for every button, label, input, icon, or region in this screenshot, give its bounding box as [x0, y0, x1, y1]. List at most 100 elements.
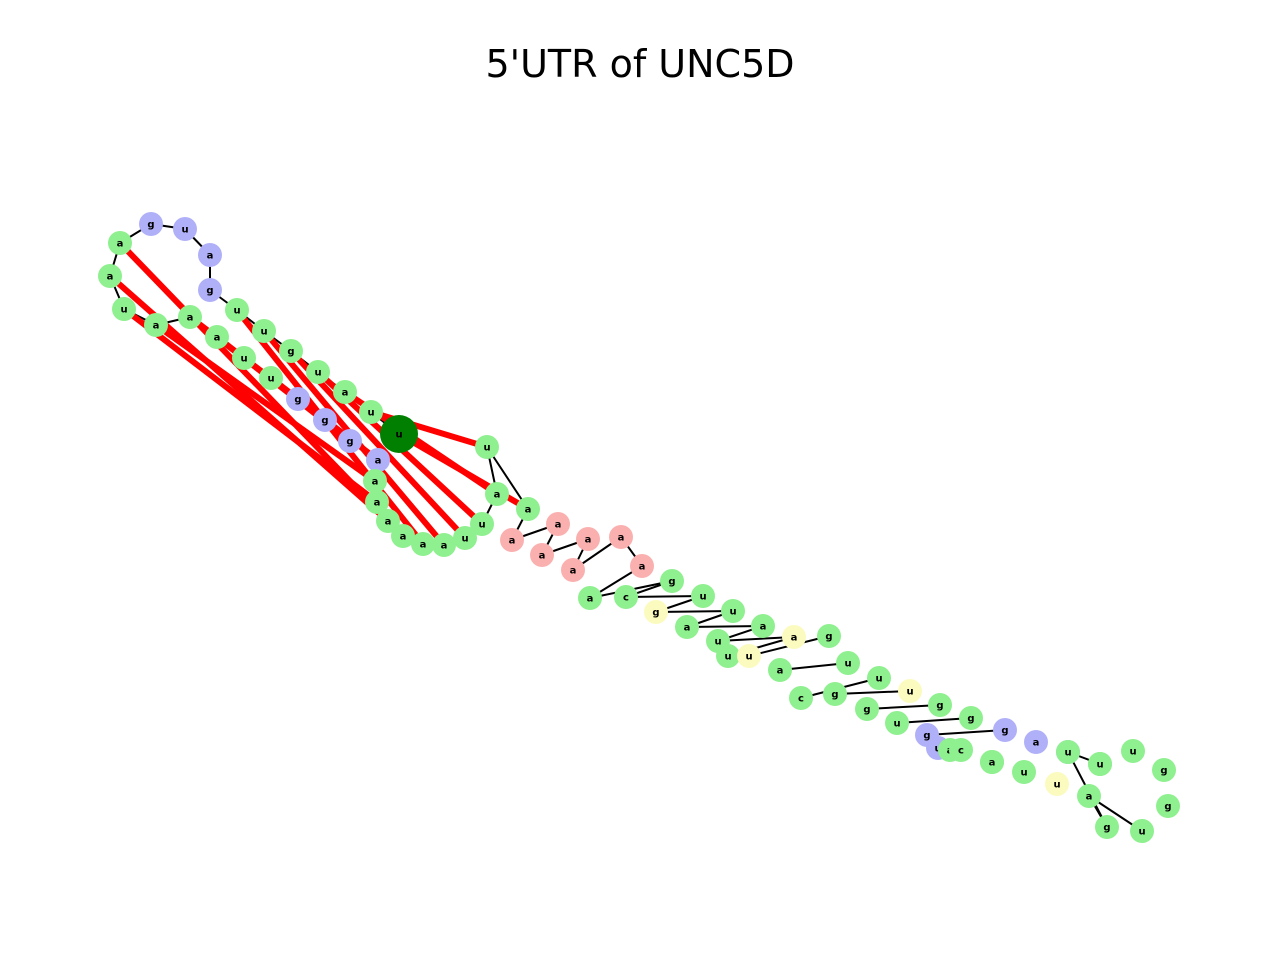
- backbone-segment: [896, 717, 972, 724]
- nucleotide-circle: [855, 697, 879, 721]
- nucleotide-circle: [530, 543, 554, 567]
- nucleotide-label: g: [346, 437, 353, 448]
- nucleotide-label: a: [420, 540, 427, 551]
- nucleotide-label: g: [321, 416, 328, 427]
- nucleotide-label: a: [509, 536, 516, 547]
- nucleotide-label: u: [260, 327, 267, 338]
- nucleotide: u: [898, 679, 922, 703]
- nucleotide-label: u: [367, 408, 374, 419]
- nucleotide: c: [949, 738, 973, 762]
- nucleotide-circle: [391, 524, 415, 548]
- nucleotide-circle: [1012, 760, 1036, 784]
- nucleotide-circle: [411, 532, 435, 556]
- nucleotide-label: a: [585, 535, 592, 546]
- nucleotide-circle: [614, 585, 638, 609]
- nucleotide-circle: [561, 558, 585, 582]
- nucleotide: g: [338, 429, 362, 453]
- nucleotide-circle: [144, 313, 168, 337]
- nucleotide-circle: [1156, 794, 1180, 818]
- nucleotide-label: g: [825, 632, 832, 643]
- nucleotide-circle: [993, 718, 1017, 742]
- nucleotide: c: [614, 585, 638, 609]
- nucleotide: a: [546, 512, 570, 536]
- nucleotide-label: g: [967, 714, 974, 725]
- nucleotide-circle: [949, 738, 973, 762]
- nucleotide: g: [817, 624, 841, 648]
- nucleotide-circle: [578, 586, 602, 610]
- nucleotide-label: g: [206, 286, 213, 297]
- nucleotide-circle: [306, 360, 330, 384]
- nucleotide-circle: [768, 658, 792, 682]
- nucleotide-label: u: [714, 637, 721, 648]
- nucleotide-circle: [836, 651, 860, 675]
- nucleotide-circle: [1088, 752, 1112, 776]
- nucleotide-label: a: [539, 551, 546, 562]
- nucleotide-circle: [691, 584, 715, 608]
- nucleotide: a: [1077, 784, 1101, 808]
- nucleotide-label: u: [745, 652, 752, 663]
- nucleotide: a: [782, 625, 806, 649]
- nucleotide-circle: [198, 278, 222, 302]
- nucleotide-circle: [898, 679, 922, 703]
- nucleotide-circle: [817, 624, 841, 648]
- nucleotide-label: u: [844, 659, 851, 670]
- nucleotide-circle: [178, 305, 202, 329]
- nucleotide-label: g: [1103, 823, 1110, 834]
- nucleotide: g: [1152, 758, 1176, 782]
- nucleotide-circle: [1056, 740, 1080, 764]
- backbone-segment: [625, 595, 704, 598]
- nucleotide-label: a: [1086, 792, 1093, 803]
- nucleotide-circle: [363, 469, 387, 493]
- nucleotide-label: g: [936, 701, 943, 712]
- nucleotide-circle: [225, 298, 249, 322]
- nucleotide-circle: [376, 509, 400, 533]
- nucleotide-label: g: [1001, 726, 1008, 737]
- nucleotide: g: [644, 600, 668, 624]
- nucleotide: u: [306, 360, 330, 384]
- nucleotide-circle: [432, 533, 456, 557]
- nucleotide: g: [313, 408, 337, 432]
- nucleotide: g: [1095, 815, 1119, 839]
- nucleotide-circle: [365, 490, 389, 514]
- nucleotide-label: a: [989, 758, 996, 769]
- nucleotide-label: u: [120, 305, 127, 316]
- nucleotide: a: [630, 554, 654, 578]
- nucleotide-label: u: [934, 744, 941, 755]
- nucleotide-label: u: [906, 687, 913, 698]
- nucleotide: a: [578, 586, 602, 610]
- nucleotide: a: [363, 469, 387, 493]
- nucleotide: a: [365, 490, 389, 514]
- nucleotide-circle: [475, 435, 499, 459]
- nucleotide-label: a: [342, 388, 349, 399]
- nucleotide: a: [500, 528, 524, 552]
- nucleotide-label: u: [478, 520, 485, 531]
- nucleotide-circle: [885, 711, 909, 735]
- five-prime-end: [380, 415, 418, 453]
- nucleotide: u: [453, 526, 477, 550]
- nucleotide-circle: [609, 525, 633, 549]
- nucleotide-label: a: [587, 594, 594, 605]
- nucleotide-label: a: [791, 633, 798, 644]
- nucleotide: g: [198, 278, 222, 302]
- nucleotide-circle: [198, 243, 222, 267]
- nucleotide: u: [721, 599, 745, 623]
- nucleotide: a: [432, 533, 456, 557]
- nucleotide-circle: [675, 615, 699, 639]
- nucleotide: a: [391, 524, 415, 548]
- nucleotide: g: [959, 706, 983, 730]
- nucleotide-label: c: [798, 694, 804, 705]
- nucleotide-label: g: [831, 690, 838, 701]
- nucleotide: u: [259, 366, 283, 390]
- nucleotide-circle: [259, 366, 283, 390]
- nucleotide: a: [980, 750, 1004, 774]
- nucleotide: a: [376, 509, 400, 533]
- nucleotide-circle: [1095, 815, 1119, 839]
- nucleotide-label: a: [1033, 738, 1040, 749]
- nucleotide: u: [252, 319, 276, 343]
- nucleotide-label: a: [760, 622, 767, 633]
- nucleotide-label: u: [314, 368, 321, 379]
- nucleotide-circle: [867, 666, 891, 690]
- nucleotide-label: u: [699, 592, 706, 603]
- nucleotide-label: a: [525, 505, 532, 516]
